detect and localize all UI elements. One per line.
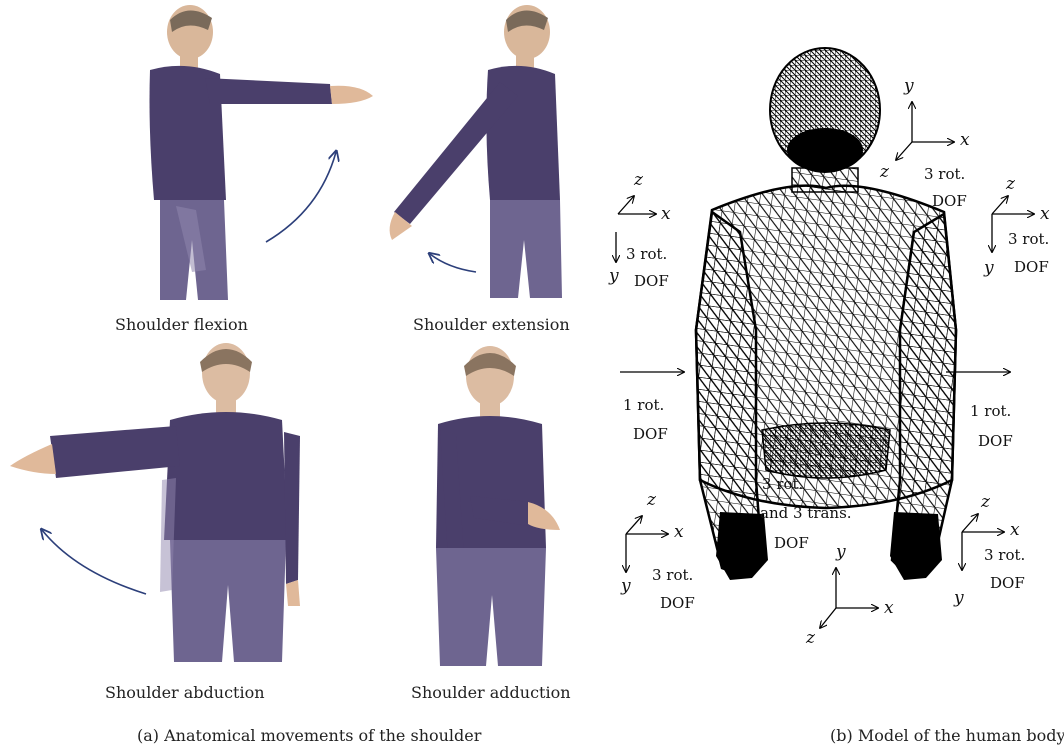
rshoulder-z-axis: z (1006, 174, 1015, 194)
lwrist-x-axis: x (674, 522, 684, 542)
triad-left-wrist (626, 516, 668, 572)
pelvis-dof-label: DOF (774, 534, 809, 552)
lwrist-y-axis: y (621, 576, 631, 596)
lshoulder-dof-label: DOF (634, 272, 669, 290)
rshoulder-x-axis: x (1040, 204, 1050, 224)
relbow-rot-label: 1 rot. (970, 402, 1011, 420)
rwrist-z-axis: z (981, 492, 990, 512)
pelvis-y-axis: y (836, 542, 846, 562)
head-x-axis: x (960, 130, 970, 150)
caption-panel-b: (b) Model of the human body (830, 726, 1064, 745)
lshoulder-rot-label: 3 rot. (626, 245, 667, 263)
head-z-axis: z (880, 162, 889, 182)
rshoulder-dof-label: DOF (1014, 258, 1049, 276)
lshoulder-x-axis: x (661, 204, 671, 224)
pelvis-z-axis: z (806, 628, 815, 648)
lshoulder-y-axis: y (609, 266, 619, 286)
lwrist-dof-label: DOF (660, 594, 695, 612)
lelbow-dof-label: DOF (633, 425, 668, 443)
rshoulder-rot-label: 3 rot. (1008, 230, 1049, 248)
head-dof-label: DOF (932, 192, 967, 210)
triad-pelvis (820, 568, 878, 628)
pelvis-x-axis: x (884, 598, 894, 618)
rwrist-y-axis: y (954, 588, 964, 608)
triad-head (896, 102, 954, 160)
lwrist-rot-label: 3 rot. (652, 566, 693, 584)
head-y-axis: y (904, 76, 914, 96)
lelbow-rot-label: 1 rot. (623, 396, 664, 414)
rwrist-dof-label: DOF (990, 574, 1025, 592)
lshoulder-z-axis: z (634, 170, 643, 190)
rwrist-x-axis: x (1010, 520, 1020, 540)
pelvis-trans-label: and 3 trans. (760, 504, 852, 522)
head-rot-label: 3 rot. (924, 165, 965, 183)
rshoulder-y-axis: y (984, 258, 994, 278)
rwrist-rot-label: 3 rot. (984, 546, 1025, 564)
relbow-dof-label: DOF (978, 432, 1013, 450)
pelvis-rot-label: 3 rot. (762, 475, 803, 493)
lwrist-z-axis: z (647, 490, 656, 510)
